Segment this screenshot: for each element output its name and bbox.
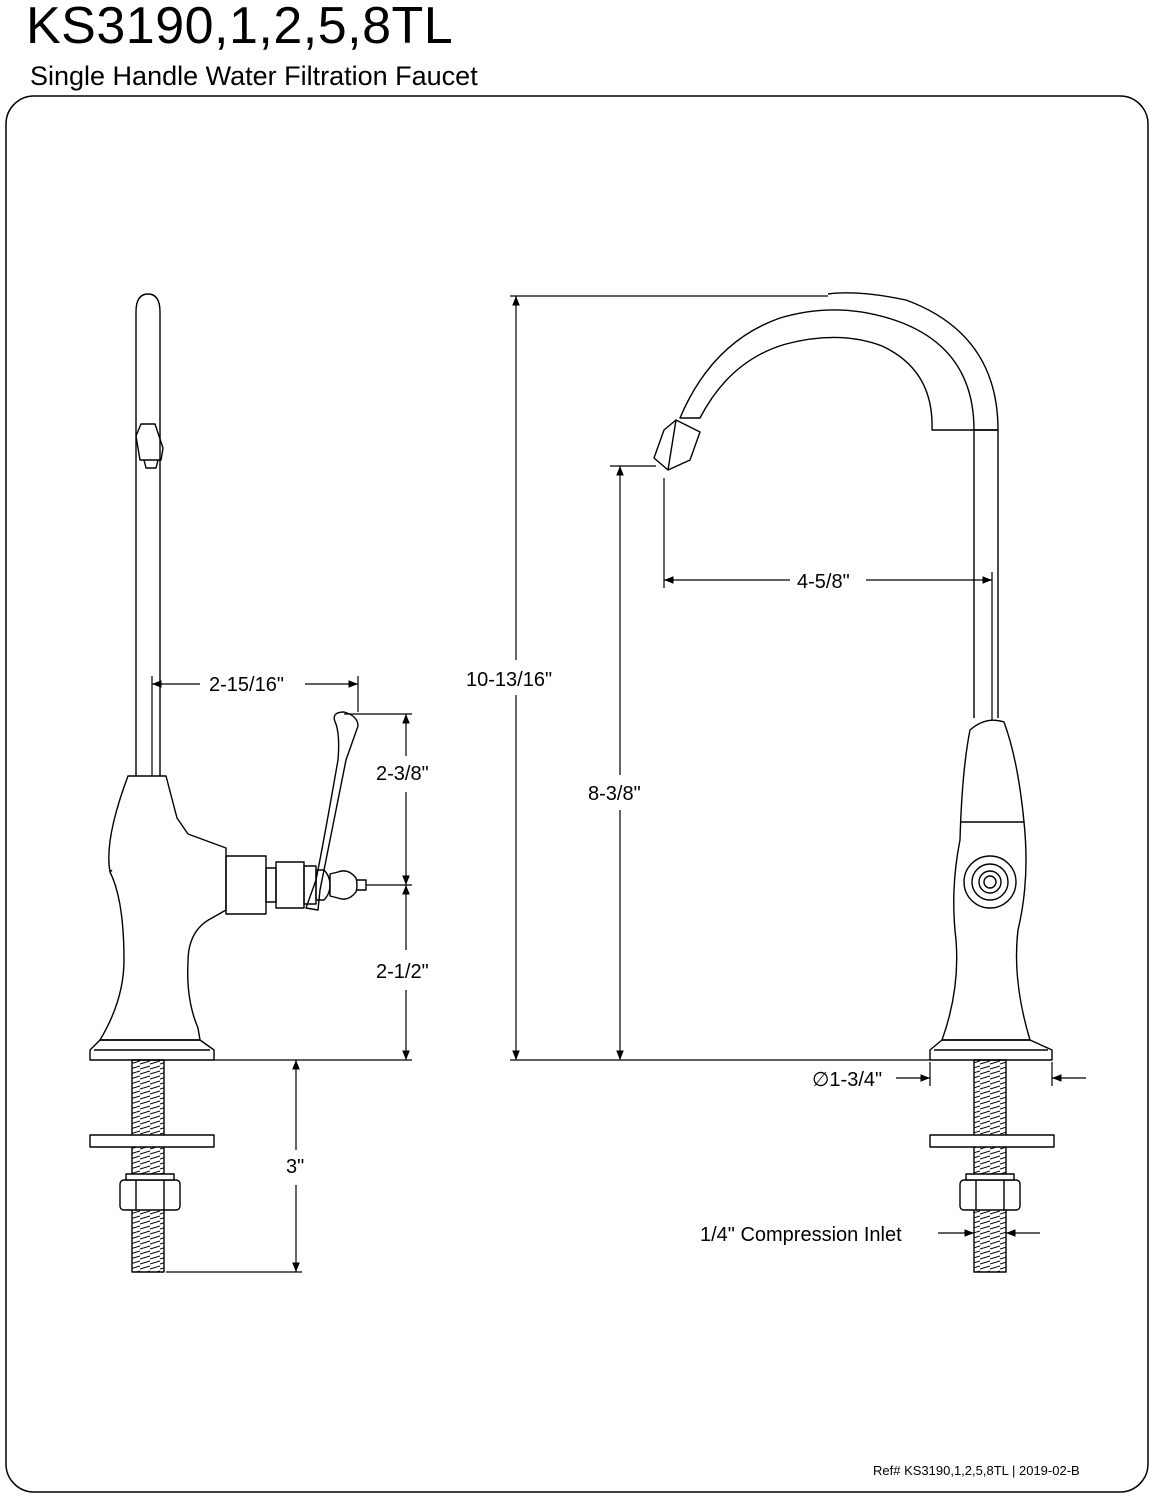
front-shank bbox=[973, 1059, 1007, 1273]
front-gooseneck bbox=[679, 309, 998, 718]
model-title: KS3190,1,2,5,8TL bbox=[26, 0, 454, 55]
front-washer bbox=[929, 1134, 1055, 1148]
side-view bbox=[89, 293, 367, 1273]
dim-overall-height: 10-13/16" bbox=[466, 669, 552, 691]
front-view bbox=[653, 292, 1055, 1273]
front-nut bbox=[959, 1179, 1021, 1211]
side-aerator bbox=[135, 423, 164, 461]
dim-base-diameter: ∅1-3/4" bbox=[812, 1069, 882, 1091]
product-subtitle: Single Handle Water Filtration Faucet bbox=[30, 61, 478, 91]
front-aerator bbox=[653, 419, 701, 471]
front-body bbox=[941, 719, 1031, 1041]
drawing-frame bbox=[5, 95, 1149, 1493]
front-handle-hub bbox=[963, 855, 1017, 909]
side-spout bbox=[135, 293, 161, 776]
dim-handle-reach: 2-15/16" bbox=[209, 674, 284, 696]
dim-handle-height: 2-3/8" bbox=[376, 763, 429, 785]
dim-spout-height: 8-3/8" bbox=[588, 783, 641, 805]
reference-note: Ref# KS3190,1,2,5,8TL | 2019-02-B bbox=[873, 1463, 1080, 1478]
side-body bbox=[99, 775, 227, 1041]
dim-spout-reach: 4-5/8" bbox=[797, 571, 850, 593]
side-lever bbox=[305, 711, 359, 911]
front-escutcheon bbox=[929, 1039, 1053, 1061]
side-shank bbox=[131, 1059, 165, 1273]
side-bonnet bbox=[225, 855, 267, 915]
dim-shank-length: 3" bbox=[286, 1156, 304, 1178]
side-washer bbox=[89, 1134, 215, 1148]
dim-handle-axis-height: 2-1/2" bbox=[376, 961, 429, 983]
dim-inlet: 1/4" Compression Inlet bbox=[700, 1224, 902, 1246]
side-nut bbox=[119, 1179, 181, 1211]
